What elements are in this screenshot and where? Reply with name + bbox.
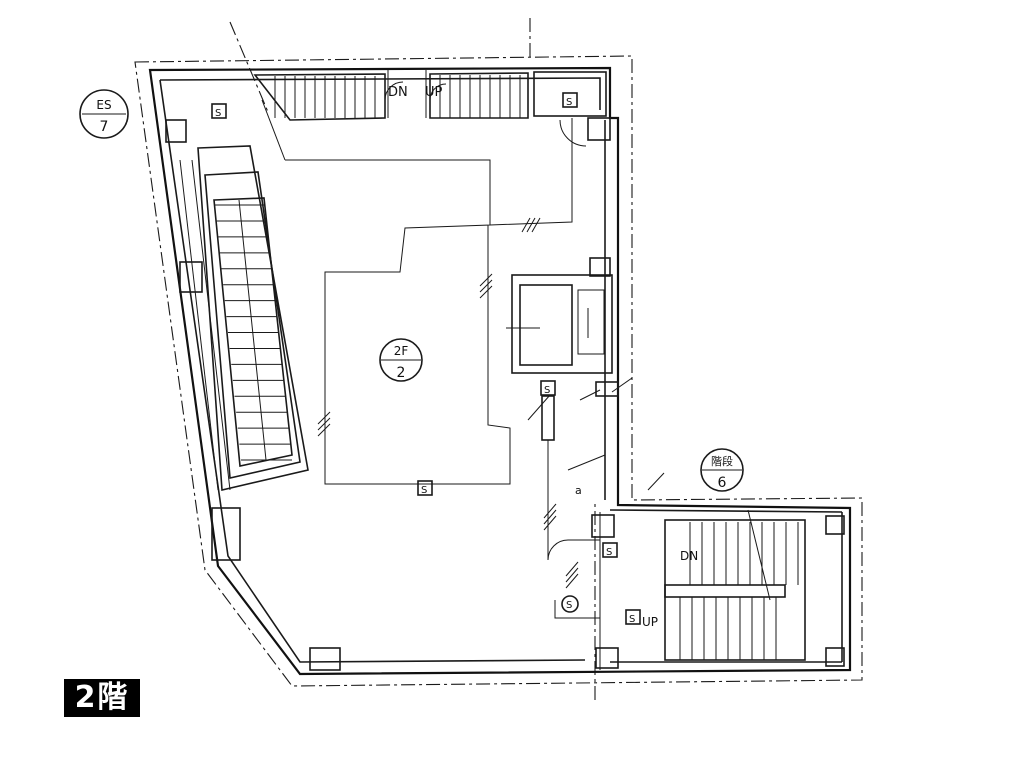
outer-boundary [134, 18, 863, 700]
marker-es-top: ES [96, 98, 111, 112]
sensor-boxes [211, 92, 641, 625]
sensor-label: S [566, 600, 572, 611]
marker-2f-top: 2F [394, 344, 409, 358]
marker-es: ES 7 [79, 89, 129, 139]
top-stairs [253, 70, 607, 121]
sensor-label: S [566, 97, 572, 108]
point-a-label: a [575, 484, 582, 497]
marker-es-bottom: 7 [100, 119, 109, 135]
sensor-label: S [215, 108, 221, 119]
dn-label: DN [388, 85, 408, 100]
marker-stairs-bottom: 6 [718, 475, 727, 491]
marker-2f: 2F 2 [379, 338, 423, 382]
stair-dn-label: DN [680, 549, 698, 563]
escalator [179, 145, 309, 491]
leader-line [647, 472, 665, 491]
wiring-marks [317, 217, 579, 589]
marker-2f-bottom: 2 [397, 365, 406, 381]
columns [165, 117, 845, 671]
sensor-label: S [606, 547, 612, 558]
stair-up-label: UP [642, 615, 658, 629]
up-label: UP [425, 85, 443, 100]
sensor-label: S [421, 485, 427, 496]
floor-zone [261, 99, 573, 485]
sensor-label: S [544, 385, 550, 396]
building-walls [148, 66, 852, 676]
marker-stairs: 階段 6 [700, 448, 744, 492]
marker-stairs-top: 階段 [711, 454, 733, 468]
right-stairwell [599, 509, 806, 670]
elevator [506, 274, 613, 374]
floor-label: 2階 [64, 679, 140, 717]
doors [384, 81, 633, 619]
sensor-label: S [629, 614, 635, 625]
stair-tread [238, 199, 267, 461]
